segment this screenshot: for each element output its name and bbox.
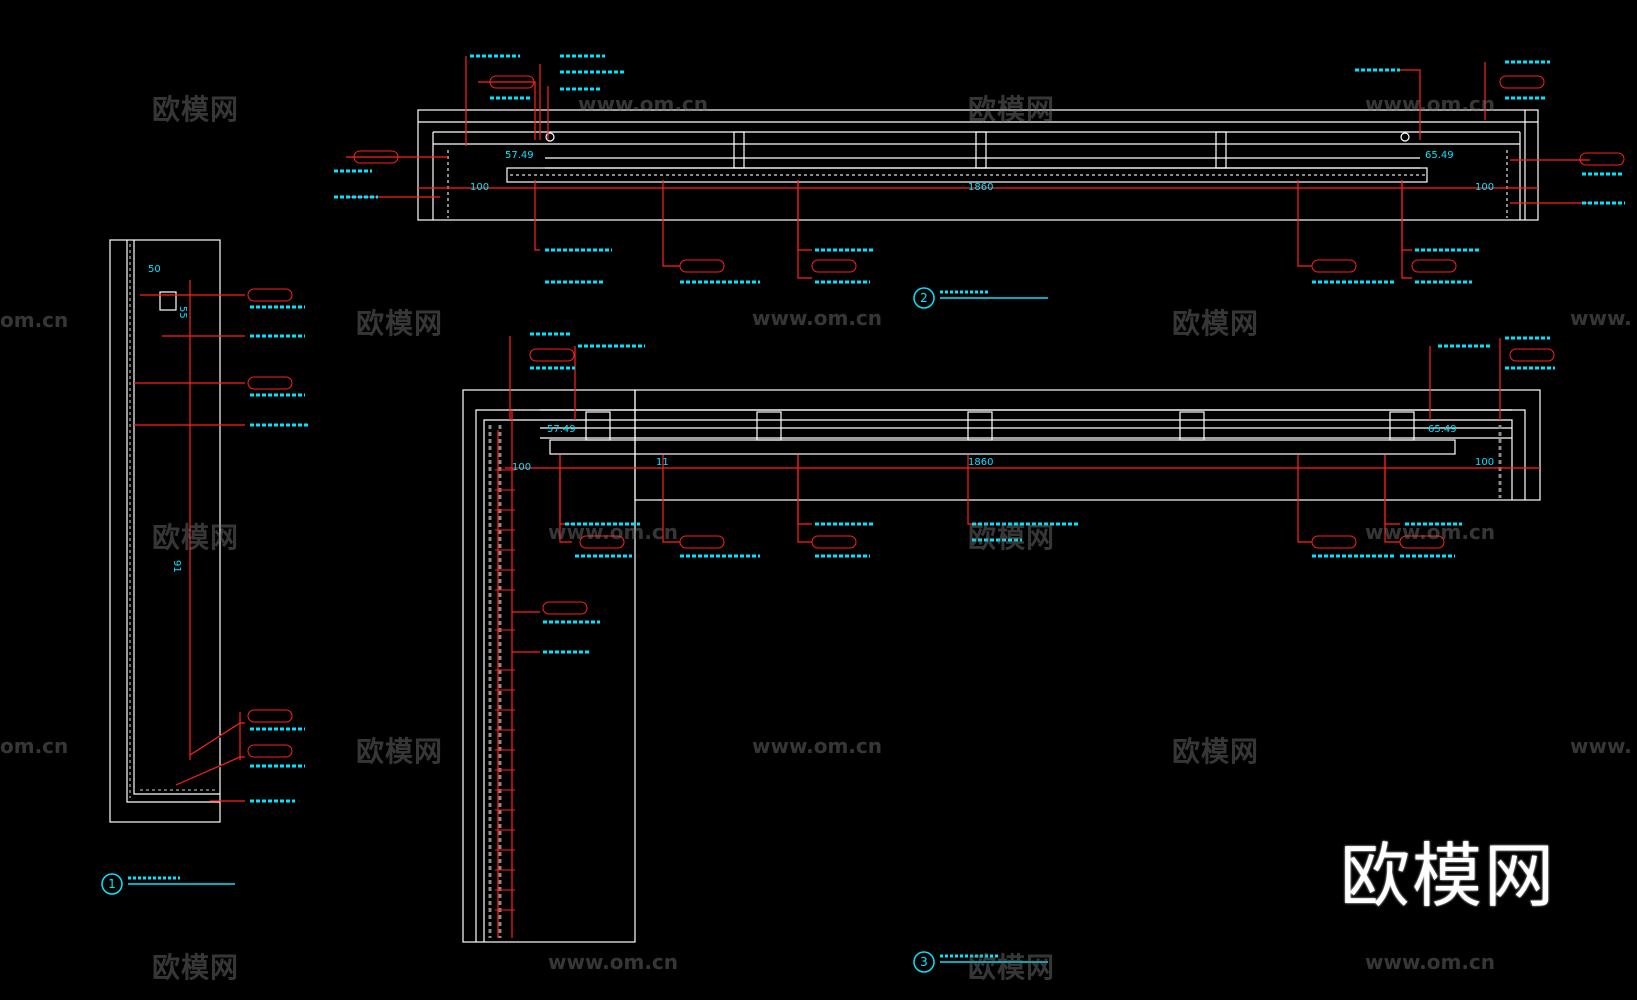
detail-2-annotation-lines [334, 54, 1625, 284]
dim-100-l3: 100 [512, 462, 531, 473]
detail-2-section [417, 109, 1539, 221]
detail-1-hatch [129, 244, 218, 798]
detail-1-tags [247, 288, 293, 758]
detail-3-section [462, 389, 1541, 943]
dim-100-right: 100 [1475, 182, 1494, 193]
dim-100-r3: 100 [1475, 457, 1494, 468]
detail-2-hatch [447, 150, 1508, 218]
detail-2-title: 2 [913, 287, 1048, 309]
detail-1-wall-face [133, 240, 220, 795]
detail-1-title: 1 [101, 873, 235, 895]
detail-2-number: 2 [920, 291, 928, 305]
dim-50: 50 [148, 264, 161, 275]
detail-3-hatch-ticks [495, 469, 515, 911]
dim-55: 55 [177, 306, 188, 319]
detail-3-title: 3 [913, 951, 1048, 973]
detail-3-vertical-frame [462, 389, 636, 943]
detail-3-number-circle [913, 951, 935, 973]
detail-1-number: 1 [108, 877, 116, 891]
detail-2-leaders [346, 56, 1590, 279]
dim-11-3: 11 [656, 457, 669, 468]
dim-57-49-3: 57.49 [547, 424, 576, 435]
detail-3-annotation-lines [530, 332, 1555, 654]
detail-1-annotation-lines [250, 305, 310, 803]
detail-1-wall-inner [126, 240, 220, 803]
detail-3-horizontal-frame [634, 389, 1541, 501]
dim-1860-3: 1860 [968, 457, 993, 468]
detail-1-frame [109, 239, 221, 823]
detail-2-inner-track [506, 167, 1428, 183]
detail-3-number: 3 [920, 955, 928, 969]
dim-91: 91 [171, 560, 182, 573]
dim-57-49: 57.49 [505, 150, 534, 161]
detail-3-inner-track [549, 439, 1456, 455]
detail-1-section [109, 239, 221, 823]
detail-1-leaders [134, 280, 245, 802]
brand-logo: 欧模网 [1340, 835, 1556, 917]
detail-3-tags [529, 348, 1555, 615]
detail-2-number-circle [913, 287, 935, 309]
dim-1860: 1860 [968, 182, 993, 193]
dim-65-49: 65.49 [1425, 150, 1454, 161]
detail-1-number-circle [101, 873, 123, 895]
detail-2-frame [417, 109, 1539, 221]
dim-65-49-3: 65.49 [1428, 424, 1457, 435]
detail-2-tags [353, 75, 1625, 273]
dim-100-left: 100 [470, 182, 489, 193]
detail-1-bracket [159, 291, 177, 311]
detail-3-mullions [585, 411, 1415, 441]
detail-2-mullions [545, 131, 1410, 169]
